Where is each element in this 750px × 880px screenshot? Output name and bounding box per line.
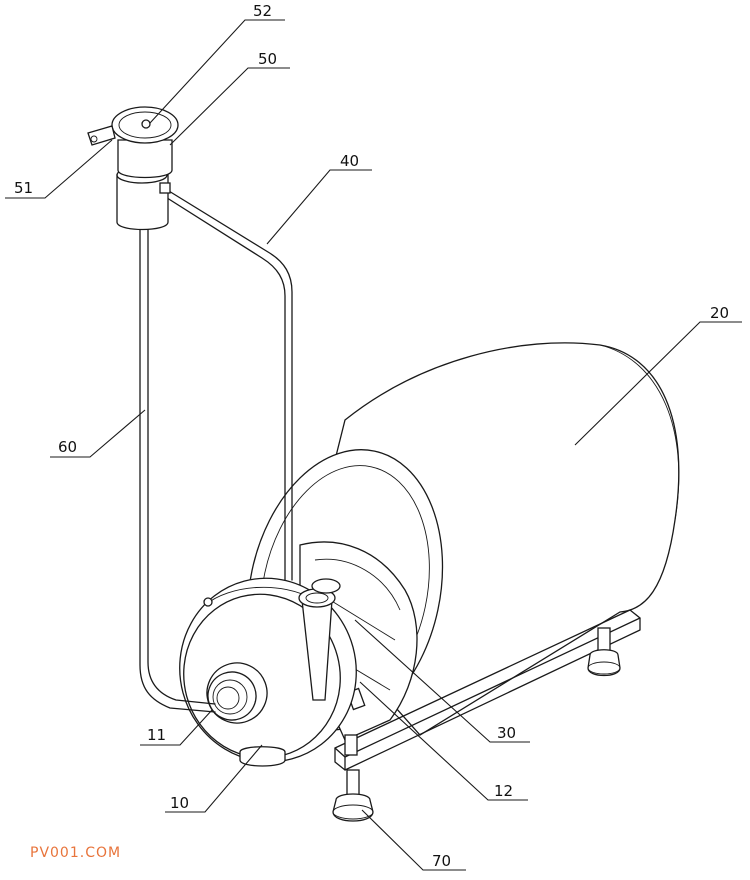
callout-label-11: 11: [147, 726, 166, 744]
base-frame: [334, 609, 641, 771]
callout-leaders: [5, 19, 742, 871]
flush-tube-60: [139, 227, 216, 713]
flush-tube-40: [163, 187, 293, 581]
site-watermark: PV001.COM: [30, 845, 122, 861]
callout-label-40: 40: [340, 152, 359, 170]
discharge-outlet: [298, 578, 341, 701]
callout-label-52: 52: [253, 2, 272, 20]
flush-reservoir: [87, 106, 179, 231]
callout-label-20: 20: [710, 304, 729, 322]
callout-label-10: 10: [170, 794, 189, 812]
callout-label-30: 30: [497, 724, 516, 742]
suction-inlet: [206, 662, 268, 724]
callout-label-51: 51: [14, 179, 33, 197]
callout-label-60: 60: [58, 438, 77, 456]
callout-label-70: 70: [432, 852, 451, 870]
callout-label-50: 50: [258, 50, 277, 68]
callout-label-12: 12: [494, 782, 513, 800]
adjustable-foot: [332, 769, 374, 822]
